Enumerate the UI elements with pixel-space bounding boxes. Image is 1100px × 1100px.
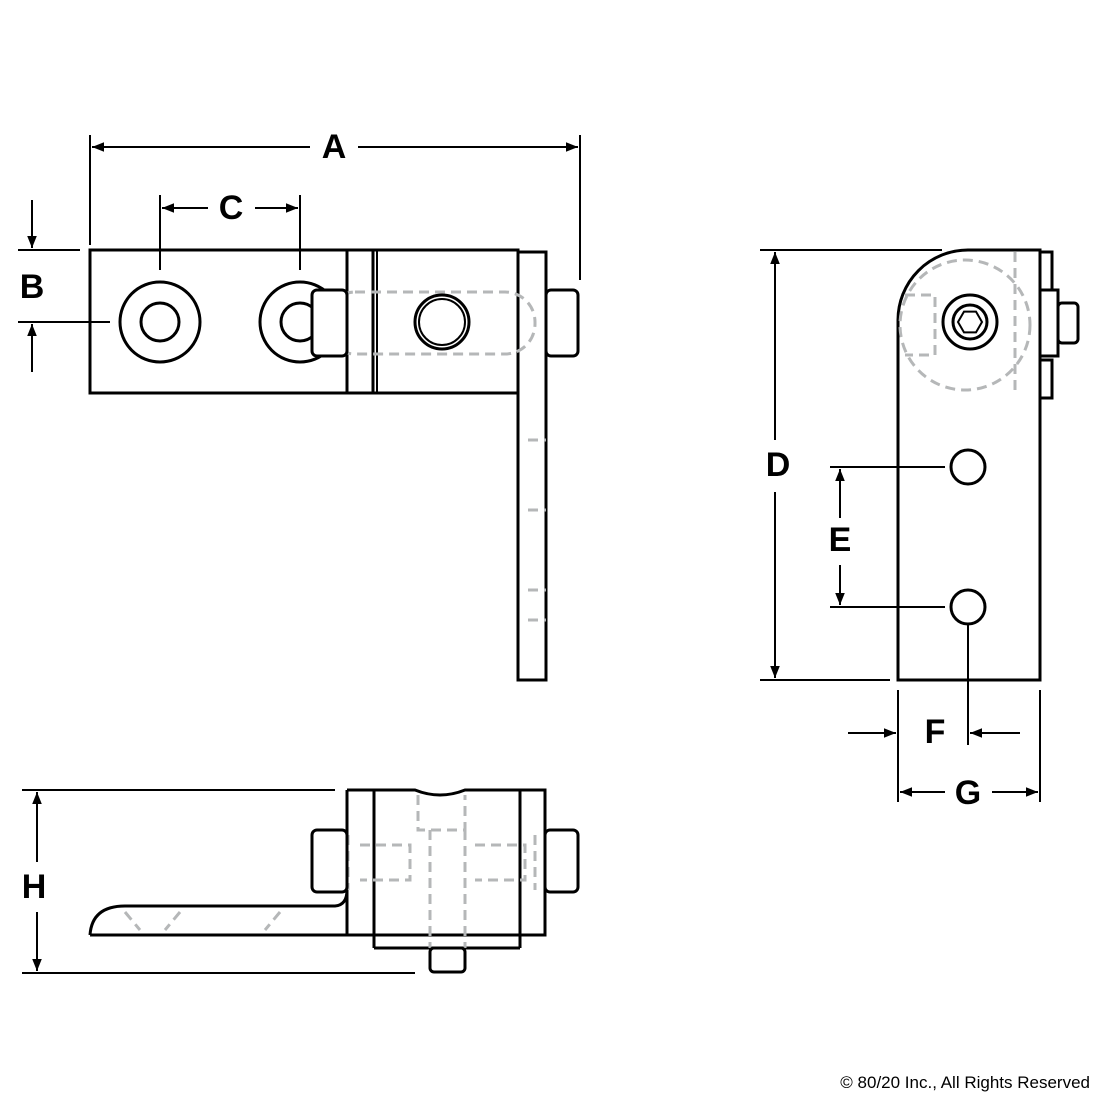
dimension-a: A [89,128,581,280]
hole [949,448,987,486]
dimension-label-e: E [829,521,852,559]
dimension-label-c: C [219,189,244,227]
bolt-head-inner [418,298,466,346]
hole [139,301,181,343]
dimension-label-d: D [766,446,791,484]
vertical-plate [516,250,548,682]
hidden-lines [123,911,282,931]
hole [949,588,987,626]
bottom-stud [428,946,467,974]
side-view [896,248,1080,682]
hidden-bolt-outline [323,290,537,356]
front-view [88,788,580,974]
tab [1038,250,1054,292]
dimension-e: E [829,466,945,608]
bolt-head-inner [951,303,989,341]
dimension-c: C [159,189,301,270]
hidden-lines [346,795,537,948]
copyright-text: © 80/20 Inc., All Rights Reserved [840,1073,1090,1092]
front-body-outline [345,788,547,937]
counterbore-hole [118,280,202,364]
dimension-d: D [760,249,942,681]
dimension-f: F [848,625,1020,802]
hex-socket-icon [956,310,984,334]
hidden-lines [905,252,1017,395]
dimension-label-g: G [955,774,981,812]
top-body-outline [88,248,520,395]
bolt-head [413,293,471,351]
dimension-b: B [18,200,110,372]
stud [543,828,580,894]
hidden-lines [528,438,546,622]
bolt-head [941,293,999,351]
stud [310,828,349,894]
dimension-g: G [900,690,1041,812]
dimension-h: H [22,789,415,974]
stud [1056,301,1080,345]
stud [310,288,349,358]
dimension-label-f: F [925,713,946,751]
side-body-outline [896,248,1042,682]
hidden-circle [898,258,1032,392]
stud [544,288,580,358]
flange [88,889,374,937]
nut [1038,288,1060,358]
dimension-label-b: B [20,268,45,306]
dimension-label-a: A [322,128,347,166]
dimension-label-h: H [22,868,47,906]
top-view [88,248,580,682]
tab [1038,358,1054,400]
